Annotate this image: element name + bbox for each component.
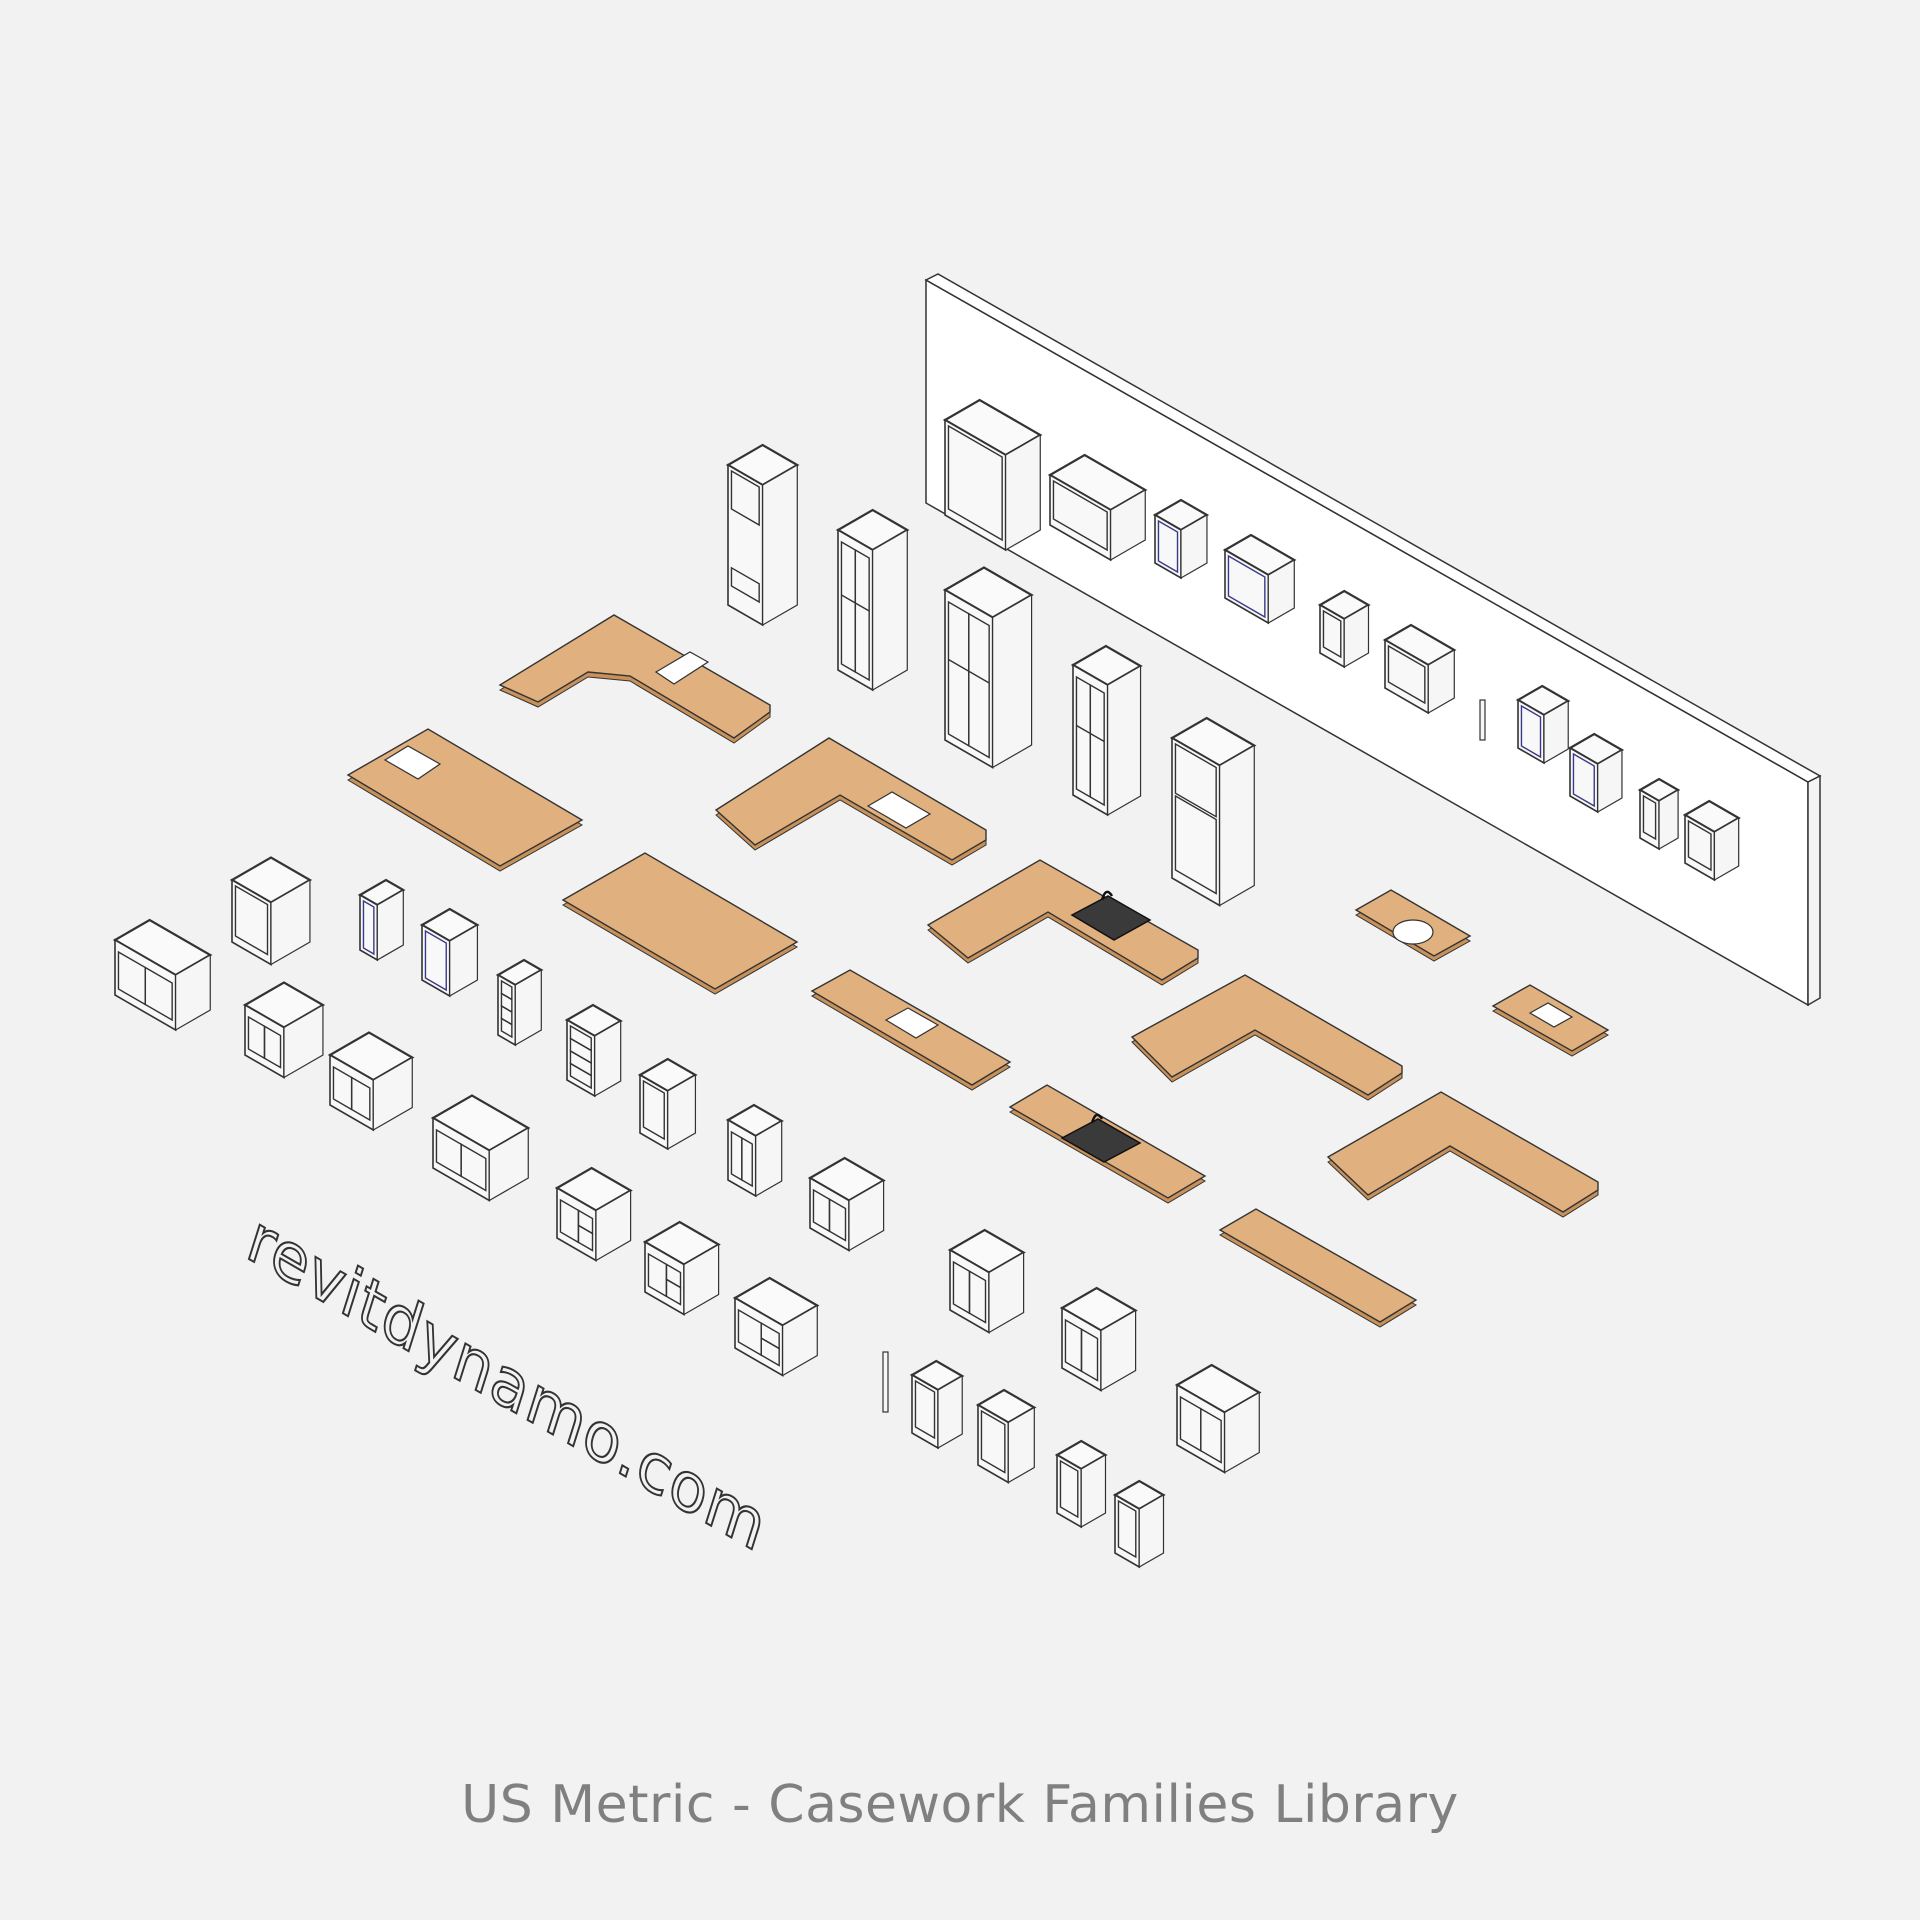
sink-cutout — [383, 745, 442, 780]
tall-cabinet-2 — [835, 508, 910, 692]
wall-cabinet-1 — [942, 398, 1043, 552]
tall-cabinet-5 — [1169, 716, 1257, 907]
base-cabinet-1 — [112, 918, 213, 1032]
countertop-7 — [1130, 974, 1403, 1101]
tall-cabinet-3 — [942, 566, 1034, 769]
countertop-10 — [1218, 1208, 1418, 1328]
countertop-3 — [714, 737, 987, 866]
countertop-5 — [926, 859, 1199, 986]
base-cabinet-18 — [1174, 1363, 1262, 1474]
countertop-9 — [1326, 1091, 1599, 1218]
base-cabinet-12 — [807, 1156, 886, 1252]
base-cabinet-2 — [229, 856, 313, 966]
tall-cabinet-1 — [725, 443, 800, 627]
base-cabinet-15 — [732, 1276, 820, 1377]
wall-cabinet-6 — [1382, 623, 1457, 715]
tall-cabinet-4 — [1070, 644, 1143, 817]
filler-strip-2 — [882, 1351, 889, 1413]
wall-cabinet-2 — [1047, 453, 1148, 562]
filler-strip-1 — [1479, 699, 1486, 741]
base-cabinet-22 — [1112, 1479, 1166, 1569]
countertop-4 — [561, 852, 799, 995]
countertop-1 — [498, 614, 771, 744]
countertop-12 — [1491, 984, 1610, 1057]
sink-cutout — [654, 651, 710, 685]
base-cabinet-9 — [242, 981, 326, 1079]
base-cabinet-16 — [947, 1228, 1026, 1334]
wall-cabinet-3 — [1152, 498, 1210, 580]
base-cabinet-10 — [327, 1031, 415, 1132]
sink-cutout — [1528, 1002, 1574, 1028]
sink-cutout — [884, 1007, 940, 1039]
wall-cabinet-5 — [1317, 589, 1371, 669]
wall-cabinets-group — [942, 398, 1741, 882]
wall-cabinet-9 — [1637, 777, 1681, 851]
base-cabinet-21 — [1054, 1439, 1108, 1529]
sink-basin — [1070, 895, 1152, 941]
tall-cabinets-group — [725, 443, 1257, 907]
base-cabinet-7 — [637, 1057, 698, 1151]
wall-cabinet-10 — [1682, 799, 1741, 882]
faucet-icon — [1090, 1113, 1104, 1124]
wall-cabinet-4 — [1222, 533, 1297, 625]
base-cabinet-13 — [554, 1166, 633, 1262]
base-cabinet-8 — [725, 1103, 784, 1198]
countertop-2 — [346, 728, 584, 872]
faucet-icon — [1100, 890, 1114, 901]
fillers-group — [882, 699, 1486, 1413]
countertop-8 — [1008, 1084, 1207, 1204]
base-cabinet-3 — [357, 878, 406, 962]
base-cabinet-5 — [495, 958, 544, 1047]
base-cabinets-group — [112, 856, 1262, 1569]
base-cabinet-4 — [419, 907, 480, 998]
countertop-6 — [810, 969, 1012, 1091]
wall-cabinet-7 — [1515, 684, 1571, 765]
base-cabinet-20 — [975, 1388, 1037, 1484]
sink-cutout — [866, 791, 932, 829]
base-cabinet-14 — [642, 1220, 721, 1316]
countertop-11 — [1354, 889, 1472, 962]
base-cabinet-6 — [564, 1003, 623, 1098]
page-title: US Metric - Casework Families Library — [461, 1775, 1459, 1835]
wall-cabinet-8 — [1567, 732, 1625, 814]
base-cabinet-17 — [1059, 1286, 1138, 1392]
base-cabinet-19 — [909, 1359, 965, 1450]
countertops-group — [346, 614, 1610, 1328]
round-sink-cutout — [1392, 919, 1434, 945]
sink-basin — [1060, 1118, 1142, 1163]
base-cabinet-11 — [430, 1094, 531, 1202]
